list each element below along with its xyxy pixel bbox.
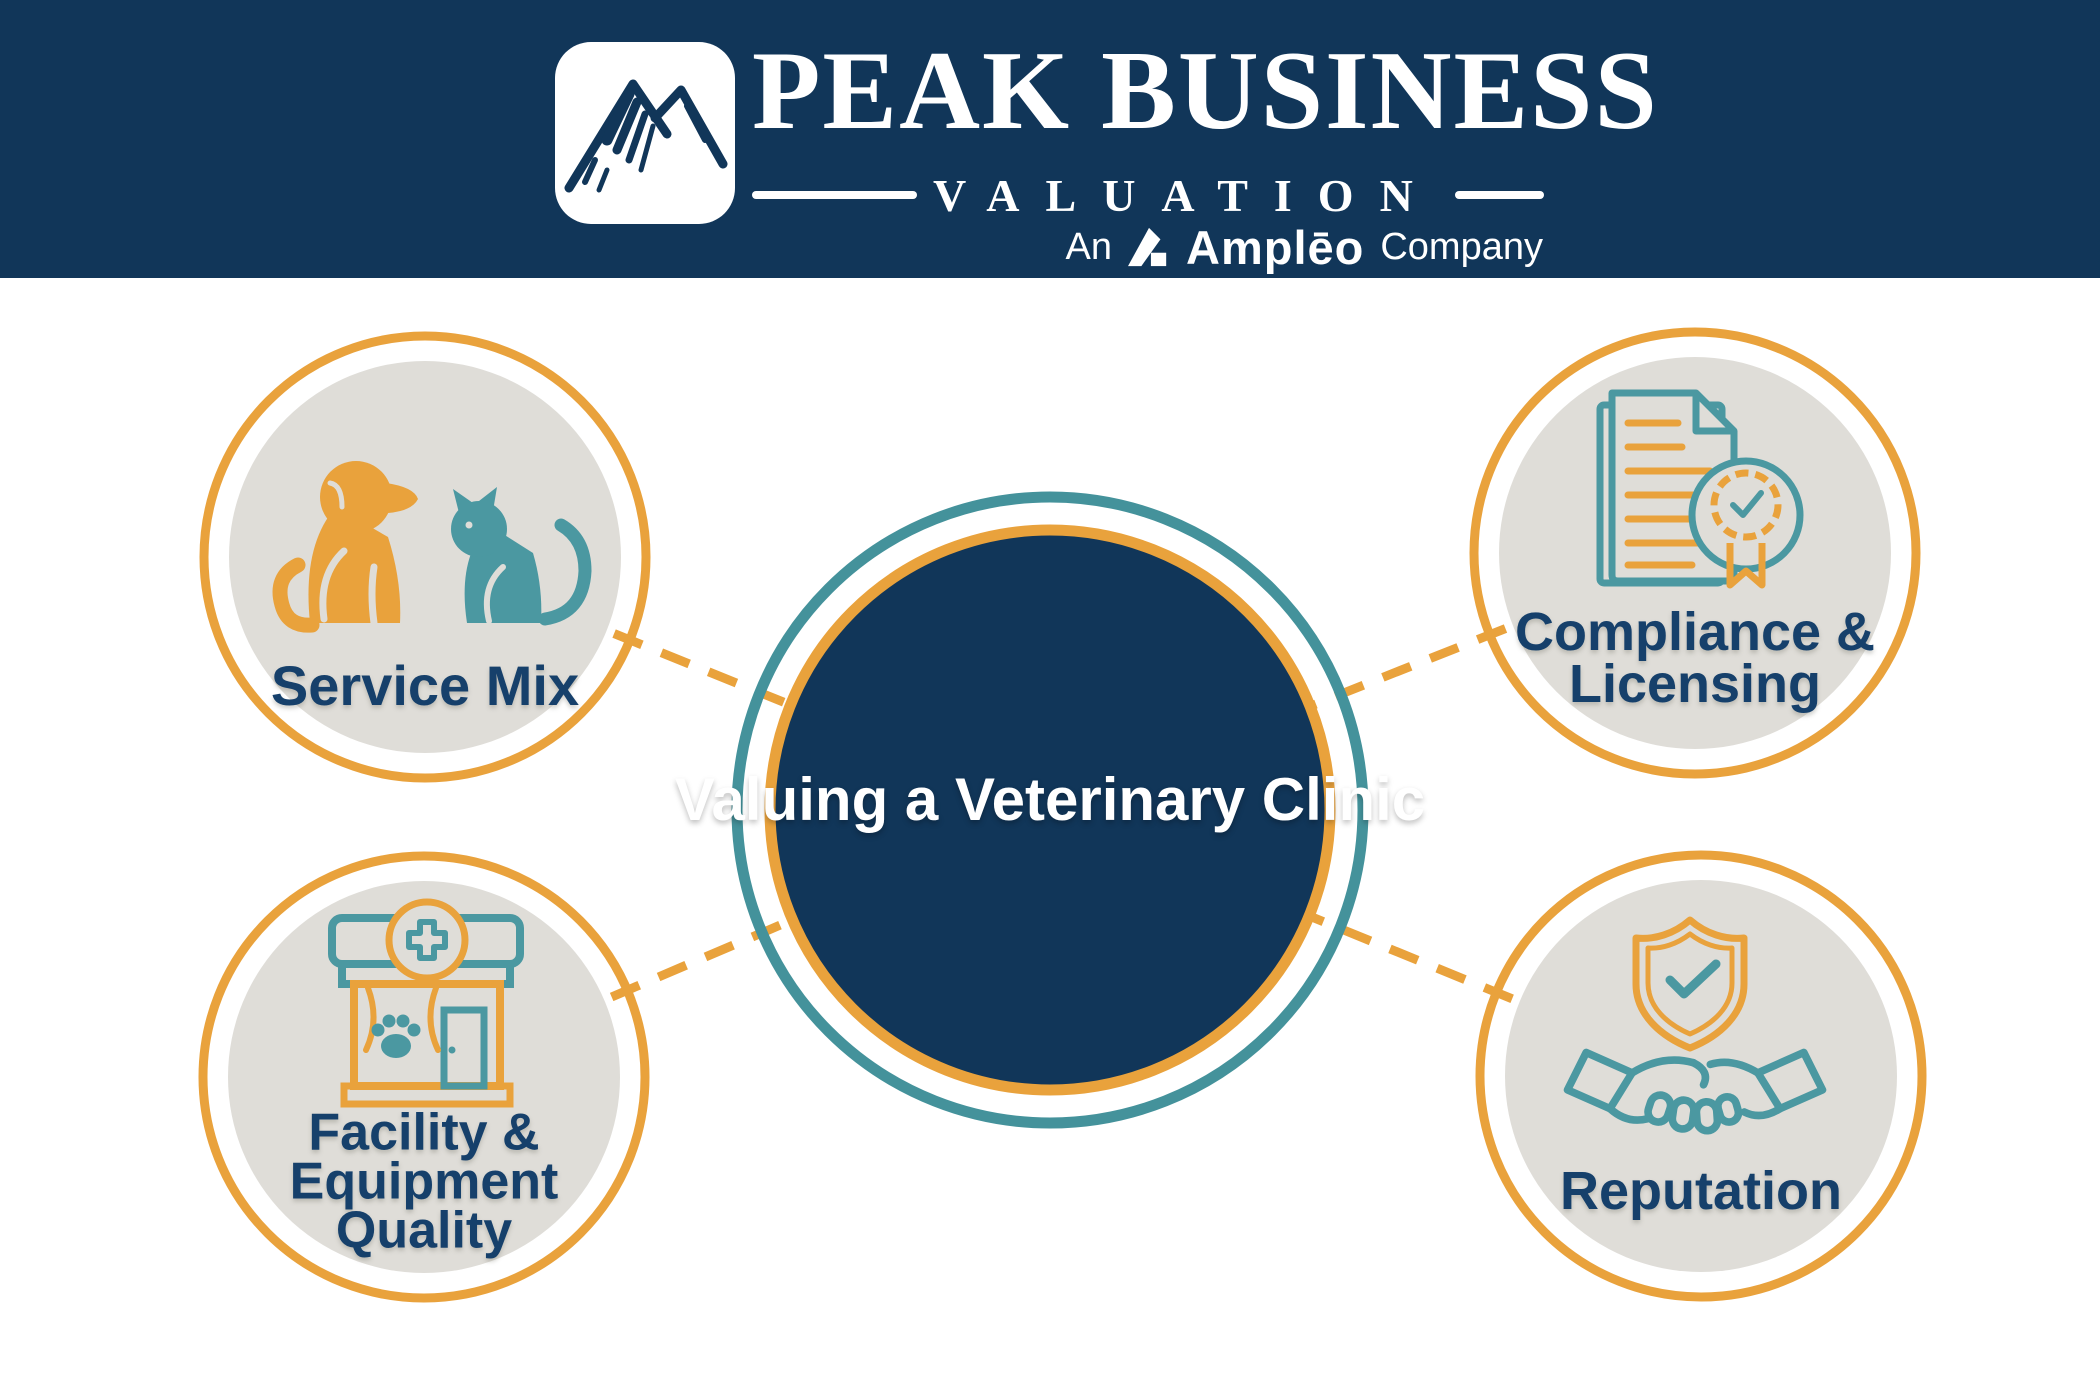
facility-equipment-label: Facility & Equipment Quality (289, 1103, 559, 1260)
medical-cross (406, 919, 448, 961)
center-title: Valuing a Veterinary Clinic (675, 767, 1425, 833)
handshake-icon (1563, 1048, 1827, 1135)
company-brand: Amplēo (1186, 220, 1365, 274)
company-attribution: An Amplēo Company (1065, 220, 1543, 274)
company-prefix: An (1065, 225, 1112, 268)
subtitle-rule-left (752, 191, 917, 199)
compliance-licensing-label: Compliance & Licensing (1514, 602, 1876, 714)
brand-name: PEAK BUSINESS (752, 29, 1659, 153)
header-banner: PEAK BUSINESS VALUATION An Amplēo Compan… (0, 0, 2100, 278)
service-mix-ring (199, 331, 651, 783)
company-suffix: Company (1380, 225, 1543, 268)
certified-documents-icon (1596, 389, 1804, 589)
service-mix-disc (229, 361, 621, 753)
shield-check-icon (1632, 916, 1748, 1052)
medical-cross-circle (385, 898, 469, 982)
diagram-area: Valuing a Veterinary Clinic Service Mix … (0, 278, 2100, 1400)
paw-print (371, 1014, 421, 1058)
brand-subtitle: VALUATION (933, 169, 1439, 221)
ampleo-logo-icon (1128, 227, 1167, 267)
center-disc (772, 532, 1328, 1088)
center-teal-ring (731, 491, 1369, 1129)
center-title-line3: Clinic (1261, 766, 1426, 833)
brand-subtitle-row: VALUATION (752, 168, 1544, 222)
node-compliance-licensing (1469, 327, 1921, 779)
clinic-storefront-icon (328, 898, 524, 1108)
subtitle-rule-right (1454, 191, 1544, 199)
center-title-line2: Veterinary (954, 766, 1246, 833)
service-mix-label: Service Mix (270, 654, 580, 717)
center-title-line1: Valuing a (674, 766, 939, 833)
node-reputation (1475, 850, 1927, 1302)
node-facility-equipment (198, 851, 650, 1303)
facility-disc (228, 881, 620, 1273)
compliance-ring (1469, 327, 1921, 779)
dog-icon (272, 461, 418, 633)
reputation-ring (1475, 850, 1927, 1302)
facility-ring (198, 851, 650, 1303)
reputation-label: Reputation (1560, 1161, 1842, 1221)
mountain-logo-icon (564, 79, 728, 193)
spoke-diagram (198, 327, 1927, 1303)
node-center (731, 491, 1369, 1129)
node-service-mix (199, 331, 651, 783)
center-orange-ring (764, 524, 1336, 1096)
rosette (1710, 469, 1782, 541)
peak-logo-box (555, 42, 735, 224)
cat-icon (451, 487, 592, 626)
reputation-disc (1505, 880, 1897, 1272)
